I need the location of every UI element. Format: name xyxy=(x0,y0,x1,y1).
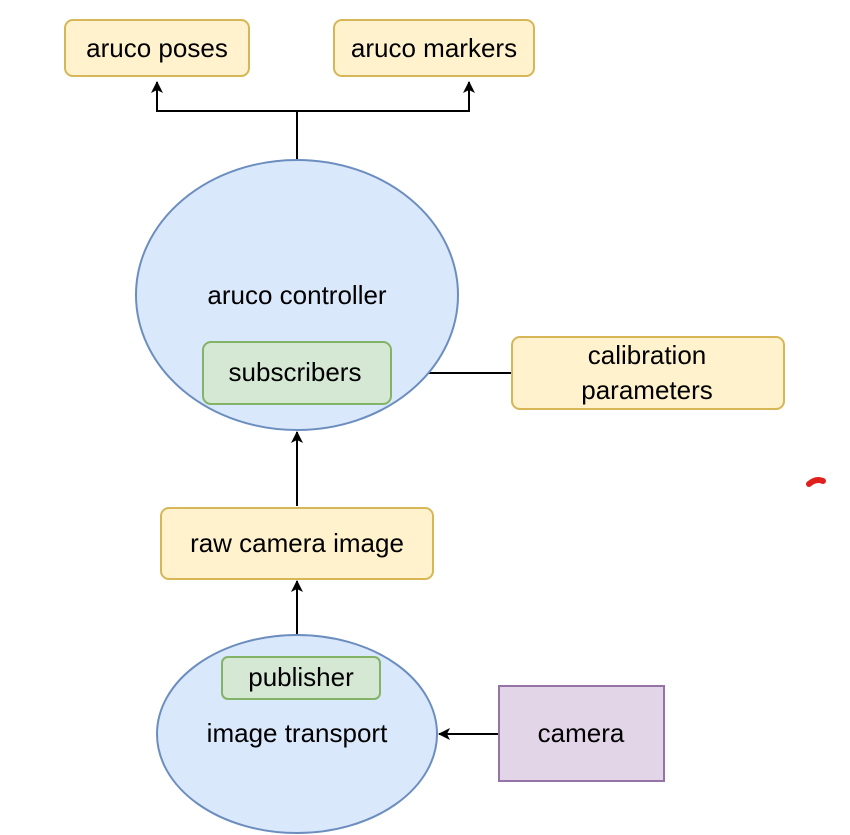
calibration-parameters-line2: parameters xyxy=(581,375,713,405)
camera-label: camera xyxy=(538,718,625,748)
aruco-poses-label: aruco poses xyxy=(86,33,228,63)
node-calibration-parameters[interactable]: calibration parameters xyxy=(511,336,785,410)
image-transport-label: image transport xyxy=(207,718,388,748)
raw-camera-image-label: raw camera image xyxy=(190,528,404,558)
node-aruco-markers[interactable]: aruco markers xyxy=(333,19,535,77)
node-raw-camera-image[interactable]: raw camera image xyxy=(160,507,434,580)
aruco-markers-label: aruco markers xyxy=(351,33,517,63)
publisher-label: publisher xyxy=(248,662,354,692)
edge-controller-to-poses xyxy=(151,81,298,162)
edge-controller-to-markers xyxy=(297,81,475,112)
calibration-parameters-line1: calibration xyxy=(588,340,707,370)
node-aruco-poses[interactable]: aruco poses xyxy=(64,19,250,77)
subscribers-label: subscribers xyxy=(229,357,362,387)
node-subscribers[interactable]: subscribers xyxy=(202,341,392,405)
node-camera[interactable]: camera xyxy=(498,685,665,782)
stray-red-mark xyxy=(806,477,826,487)
node-publisher[interactable]: publisher xyxy=(221,656,381,700)
edges xyxy=(151,81,512,740)
aruco-controller-label: aruco controller xyxy=(207,280,387,310)
